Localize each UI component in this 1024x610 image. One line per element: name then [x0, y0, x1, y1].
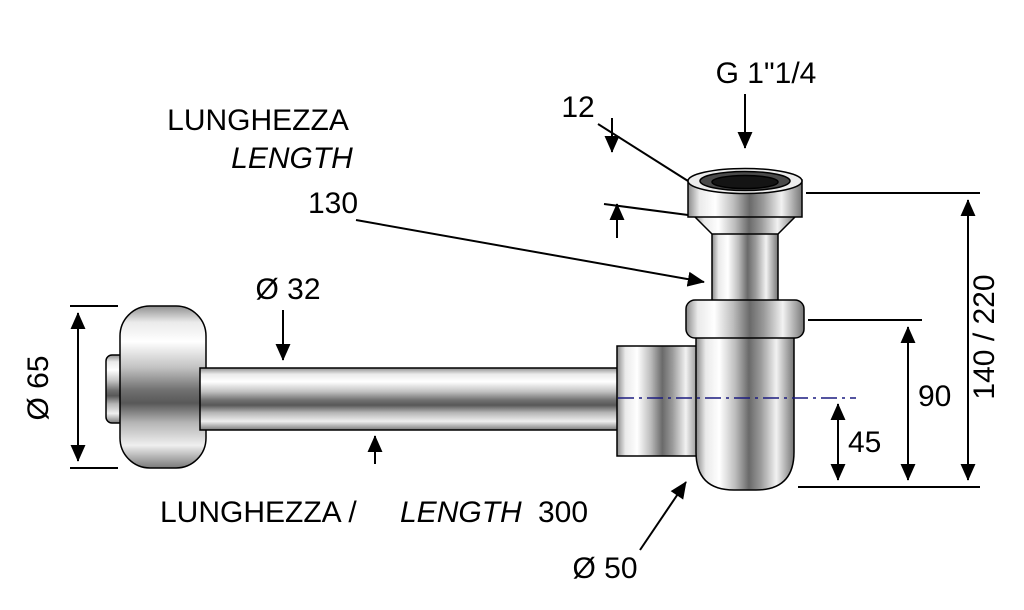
wall-flange: [105, 305, 207, 469]
label-dim-130: 130: [308, 187, 358, 220]
labels: LUNGHEZZA LENGTH 130 12 G 1"1/4 Ø 32 Ø 6…: [22, 57, 1001, 585]
label-lunghezza-top: LUNGHEZZA: [167, 104, 349, 137]
label-dim-90: 90: [918, 380, 951, 413]
wall-flange-disc: [119, 305, 207, 469]
inlet-opening-hole: [711, 174, 779, 190]
label-dim-140-220: 140 / 220: [968, 274, 1001, 399]
label-dia-32: Ø 32: [255, 273, 320, 306]
label-length-top: LENGTH: [231, 142, 353, 175]
horizontal-tube-body: [199, 367, 661, 431]
label-dim-300: 300: [538, 496, 588, 529]
union-nut-body: [616, 345, 702, 457]
inlet-flange: [687, 167, 803, 235]
siphon-assembly: [105, 167, 805, 491]
inlet-flange-taper: [692, 215, 798, 235]
label-bottom-length: LENGTH: [400, 496, 522, 529]
label-bottom-lunghezza: LUNGHEZZA /: [160, 496, 357, 529]
leader-line-130: [355, 219, 705, 287]
label-dim-12: 12: [561, 91, 594, 124]
horizontal-tube: [199, 367, 661, 431]
leader-line-dia50: [639, 481, 687, 551]
dimension-annotations: [70, 94, 980, 551]
label-dim-45: 45: [848, 426, 881, 459]
label-thread-size: G 1"1/4: [716, 57, 817, 90]
trap-cup-body: [695, 335, 795, 491]
label-dia-50: Ø 50: [572, 552, 637, 585]
label-dia-65: Ø 65: [22, 355, 55, 420]
trap-cup: [695, 335, 795, 491]
union-nut: [616, 345, 702, 457]
collar-ring: [685, 299, 805, 339]
collar-ring-body: [685, 299, 805, 339]
